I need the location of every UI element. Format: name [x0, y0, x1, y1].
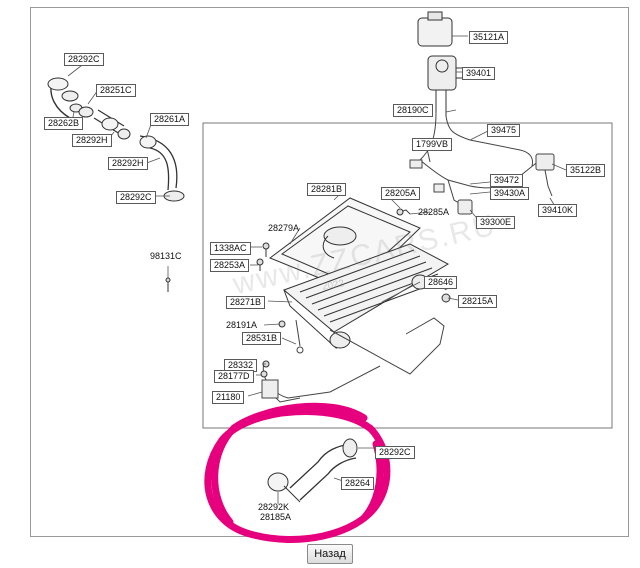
part-label[interactable]: 28191A: [226, 320, 258, 330]
part-label[interactable]: 39472: [490, 174, 524, 187]
solenoid-valve-part: [417, 11, 466, 116]
part-label[interactable]: 1338AC: [210, 242, 251, 255]
part-label[interactable]: 28264: [341, 477, 375, 490]
back-button[interactable]: Назад: [307, 544, 353, 564]
part-label[interactable]: 28185A: [260, 512, 292, 522]
part-label[interactable]: 28215A: [458, 295, 498, 308]
part-label[interactable]: 1799VB: [412, 138, 453, 151]
part-label[interactable]: 39430A: [490, 187, 530, 200]
part-label[interactable]: 28261A: [150, 113, 190, 126]
part-label[interactable]: 28292H: [108, 157, 148, 170]
mounting-bracket: [261, 317, 445, 403]
part-label[interactable]: 28190C: [393, 104, 433, 117]
part-label[interactable]: 39410K: [538, 204, 578, 217]
part-label[interactable]: 39475: [487, 124, 521, 137]
part-label[interactable]: 28285A: [418, 207, 450, 217]
part-label[interactable]: 28262B: [44, 117, 84, 130]
part-label[interactable]: 39300E: [476, 216, 516, 229]
part-label[interactable]: 28271B: [226, 296, 266, 309]
part-label[interactable]: 28292C: [375, 446, 415, 459]
part-label[interactable]: 28253A: [210, 259, 250, 272]
part-label[interactable]: 21180: [212, 391, 245, 404]
part-label[interactable]: 28292C: [64, 53, 104, 66]
part-label[interactable]: 28292H: [72, 134, 112, 147]
part-label[interactable]: 28292K: [258, 502, 290, 512]
part-label[interactable]: 28646: [424, 276, 458, 289]
left-intake-hose-part: [47, 77, 185, 202]
part-label[interactable]: 98131C: [150, 251, 182, 261]
part-label[interactable]: 28279A: [268, 223, 300, 233]
highlight-scribble: [204, 402, 391, 543]
part-label[interactable]: 35122B: [566, 164, 606, 177]
part-label[interactable]: 28292C: [116, 191, 156, 204]
part-label[interactable]: 28531B: [242, 332, 282, 345]
part-label[interactable]: 39401: [462, 67, 496, 80]
part-label[interactable]: 28205A: [381, 187, 421, 200]
part-label[interactable]: 35121A: [469, 31, 509, 44]
part-label[interactable]: 28251C: [96, 84, 136, 97]
lower-outlet-hose-part: [267, 438, 358, 503]
assembly-frame: [202, 122, 613, 429]
vacuum-lines: [399, 111, 555, 215]
part-label[interactable]: 28281B: [307, 183, 347, 196]
part-label[interactable]: 28177D: [214, 370, 254, 383]
